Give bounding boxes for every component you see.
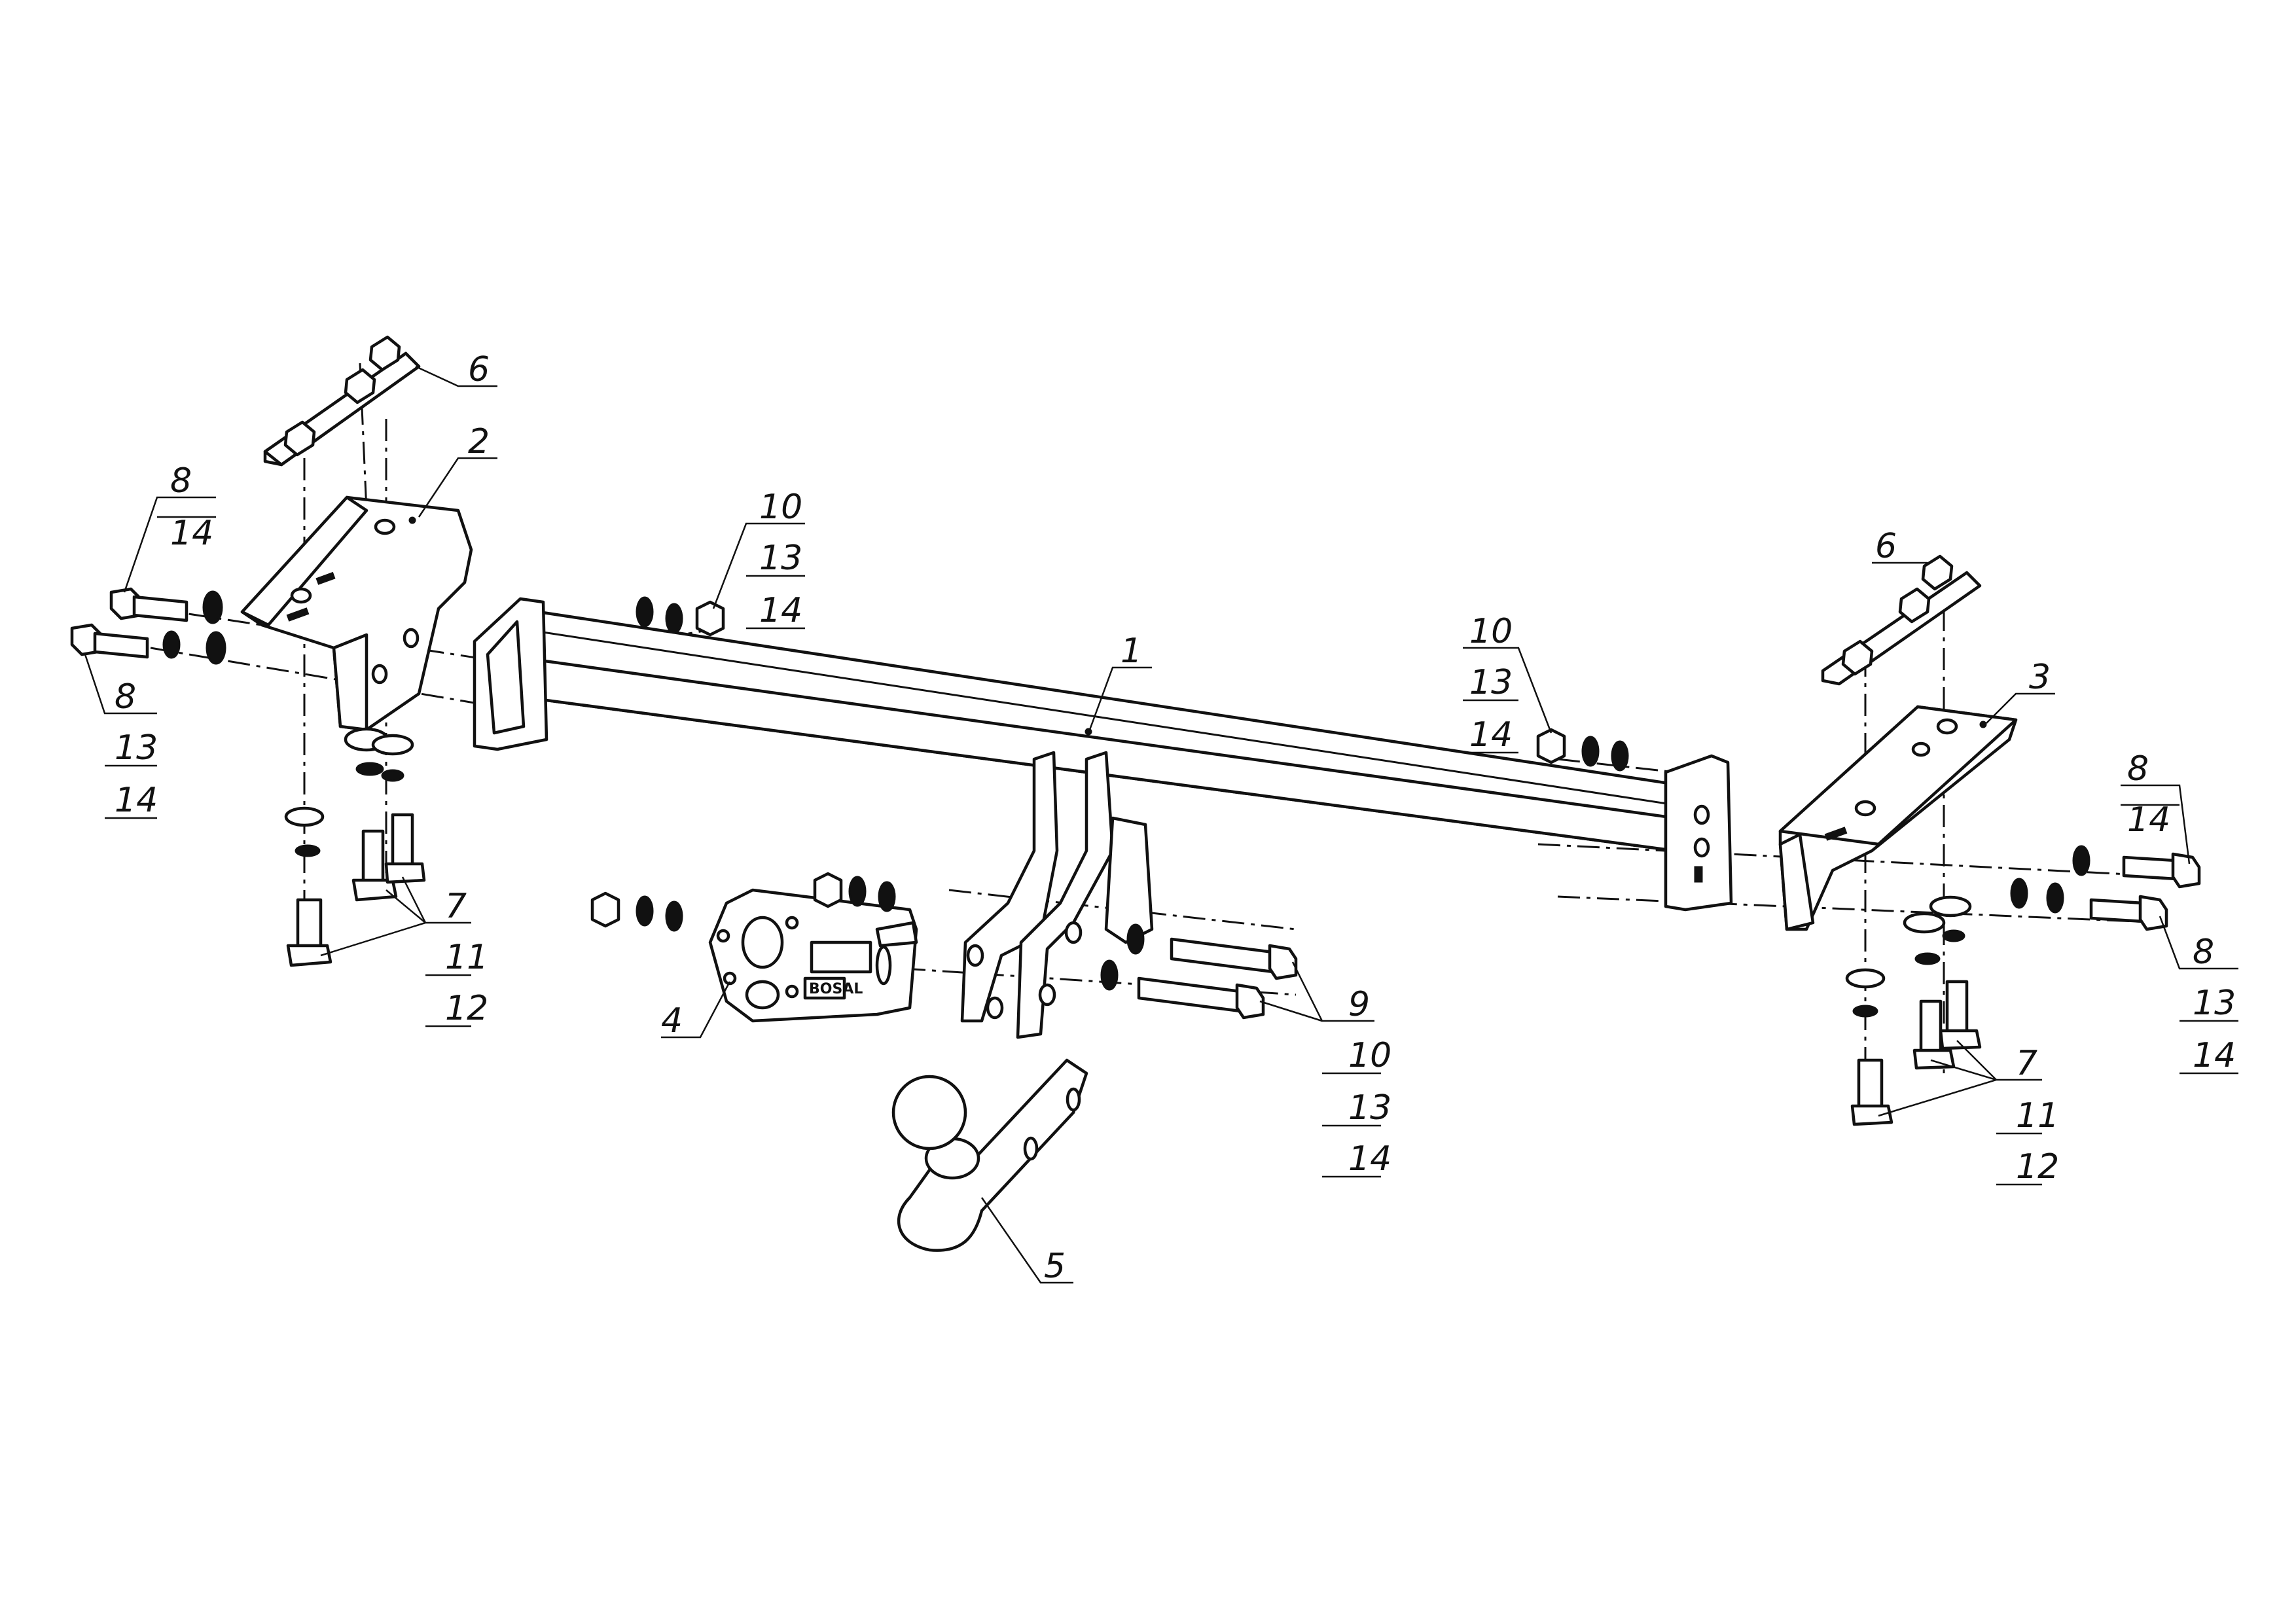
svg-text:10: 10 xyxy=(759,488,802,527)
callout-8-14-left-top: 8 14 xyxy=(157,461,216,553)
leader-lines xyxy=(84,365,2238,1284)
socket-brand-stamp: BOSAL xyxy=(809,981,863,997)
svg-text:14: 14 xyxy=(2193,1036,2236,1075)
svg-text:12: 12 xyxy=(2016,1147,2059,1186)
svg-text:14: 14 xyxy=(1469,715,1513,755)
right-clamp-plate xyxy=(1821,554,1982,686)
svg-text:8: 8 xyxy=(2193,933,2214,972)
callout-9-10-13-14: 9 10 13 14 xyxy=(1322,985,1391,1179)
svg-text:13: 13 xyxy=(1469,663,1513,702)
svg-text:10: 10 xyxy=(1469,612,1513,651)
center-left-nut-set xyxy=(636,596,725,637)
callout-8-13-14-left-bottom: 8 13 14 xyxy=(105,677,158,820)
svg-text:6: 6 xyxy=(468,350,490,389)
callout-10-13-14-right: 10 13 14 xyxy=(1463,612,1518,755)
svg-text:9: 9 xyxy=(1348,985,1370,1024)
svg-text:14: 14 xyxy=(1348,1139,1391,1179)
right-vertical-fasteners xyxy=(1845,895,1982,1126)
svg-text:8: 8 xyxy=(115,677,136,717)
main-bolts xyxy=(1100,923,1298,1020)
svg-text:6: 6 xyxy=(1875,527,1897,566)
right-horizontal-fasteners xyxy=(2010,845,2201,931)
left-bracket xyxy=(240,495,473,732)
svg-text:12: 12 xyxy=(445,989,488,1028)
svg-text:13: 13 xyxy=(115,728,158,768)
svg-text:14: 14 xyxy=(2127,800,2170,840)
callout-10-13-14-center: 10 13 14 xyxy=(746,488,805,630)
left-clamp-plate xyxy=(263,335,421,467)
svg-text:10: 10 xyxy=(1348,1036,1391,1075)
svg-text:1: 1 xyxy=(1121,632,1142,671)
svg-text:14: 14 xyxy=(115,781,158,820)
svg-text:13: 13 xyxy=(2193,984,2236,1023)
right-bracket xyxy=(1778,705,2018,931)
svg-text:13: 13 xyxy=(1348,1088,1391,1128)
callout-6-left: 6 xyxy=(468,350,490,389)
svg-text:14: 14 xyxy=(170,514,213,553)
svg-text:2: 2 xyxy=(468,422,490,461)
svg-text:8: 8 xyxy=(2127,749,2149,789)
callout-1: 1 xyxy=(1121,632,1142,671)
callout-8-13-14-right-bottom: 8 13 14 xyxy=(2179,933,2238,1075)
callout-5: 5 xyxy=(1044,1247,1066,1286)
socket-fasteners xyxy=(590,872,896,932)
callout-7-11-12-right: 7 11 12 xyxy=(1996,1044,2059,1186)
center-right-nut-set xyxy=(1536,728,1629,772)
svg-text:11: 11 xyxy=(2016,1096,2059,1135)
svg-text:7: 7 xyxy=(2016,1044,2037,1083)
svg-text:11: 11 xyxy=(445,938,488,977)
svg-text:5: 5 xyxy=(1044,1247,1066,1286)
callout-8-14-right-top: 8 14 xyxy=(2121,749,2179,840)
socket-plate: BOSAL xyxy=(708,888,918,1023)
svg-text:4: 4 xyxy=(661,1001,683,1041)
svg-text:14: 14 xyxy=(759,591,802,630)
left-horizontal-fasteners xyxy=(70,587,226,665)
left-vertical-fasteners xyxy=(284,727,426,967)
svg-text:7: 7 xyxy=(445,887,467,926)
svg-text:3: 3 xyxy=(2029,658,2051,697)
svg-text:13: 13 xyxy=(759,539,802,578)
tow-ball-arm xyxy=(891,1058,1088,1252)
callout-3: 3 xyxy=(2029,658,2051,697)
callout-7-11-12-left: 7 11 12 xyxy=(425,887,488,1028)
svg-text:8: 8 xyxy=(170,461,192,501)
callout-2: 2 xyxy=(468,422,490,461)
callout-4: 4 xyxy=(661,1001,683,1041)
callout-6-right: 6 xyxy=(1875,527,1897,566)
